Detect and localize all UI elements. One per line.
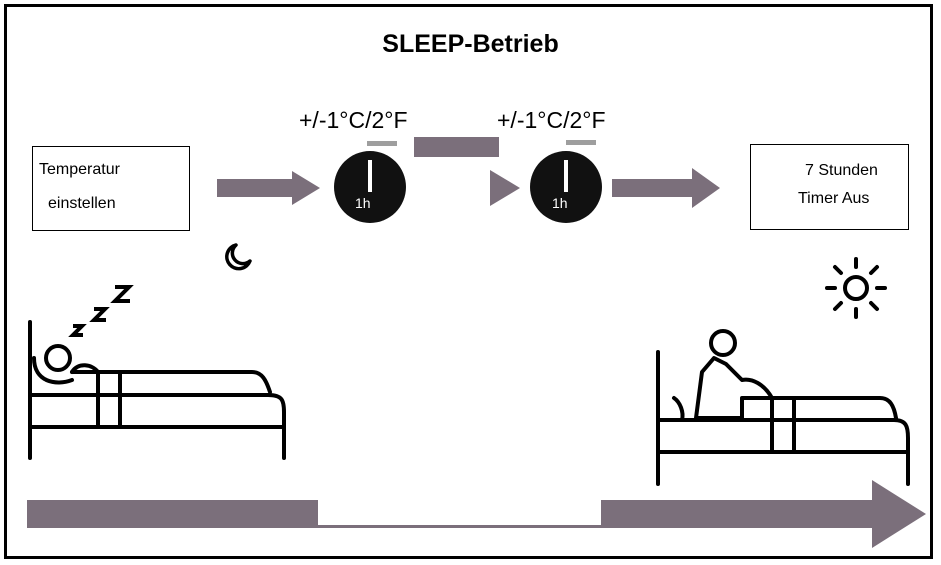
- step2-duration-label: 1h: [552, 195, 568, 211]
- diagram-title: SLEEP-Betrieb: [382, 30, 559, 58]
- step2-change-label: +/-1°C/2°F: [497, 107, 606, 133]
- diagram-frame: [4, 4, 933, 559]
- arrow-step2-to-end: [612, 168, 720, 208]
- connector-bar: [414, 137, 499, 157]
- arrow-head-to-step2: [490, 170, 520, 206]
- step2-clock-hand: [564, 160, 568, 192]
- start-box-line1: Temperatur: [39, 161, 120, 178]
- start-temperature-box: Temperatur einstellen: [32, 146, 190, 231]
- sun-icon: [825, 257, 887, 319]
- sleeping-person-in-bed-icon: [28, 320, 286, 460]
- step1-tick-mark: [367, 141, 397, 146]
- step1-change-label: +/-1°C/2°F: [299, 107, 408, 133]
- moon-icon: [225, 243, 252, 271]
- end-box-line1: 7 Stunden: [805, 162, 878, 179]
- zzz-icon: [68, 285, 134, 337]
- end-box-line2: Timer Aus: [798, 190, 870, 207]
- step1-duration-label: 1h: [355, 195, 371, 211]
- person-sitting-up-in-bed-icon: [656, 329, 910, 486]
- arrow-start-to-step1: [217, 171, 320, 205]
- step2-tick-mark: [566, 140, 596, 145]
- timeline-label-box: [318, 497, 601, 525]
- start-box-line2: einstellen: [48, 195, 116, 212]
- end-timer-box: 7 Stunden Timer Aus: [750, 144, 909, 230]
- step1-clock-hand: [368, 160, 372, 192]
